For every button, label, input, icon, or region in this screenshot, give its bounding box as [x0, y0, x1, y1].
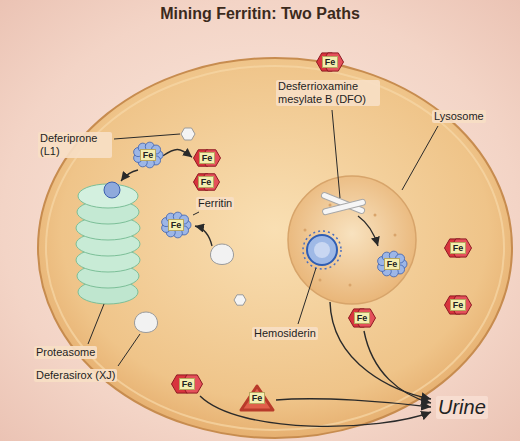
callout-label: Deferasirox (XJ)	[34, 369, 117, 382]
degradation-arrow	[121, 170, 138, 181]
element-symbol: Fe	[384, 258, 401, 270]
dfo-molecule	[321, 192, 366, 215]
leader-line	[118, 334, 140, 366]
iron-complex: Fe	[239, 384, 275, 412]
deferasirox-molecule	[210, 244, 233, 265]
node-text-group: Fe	[384, 258, 401, 270]
node-text-group: Fe	[322, 56, 339, 68]
iron-complex: Fe	[133, 142, 163, 168]
callout-label: Desferrioxamine mesylate B (DFO)	[276, 80, 380, 106]
ferritin-degrading	[104, 182, 120, 198]
node-text-group: Fe	[140, 149, 157, 161]
leader-line	[88, 304, 104, 344]
callout-label: Proteasome	[34, 346, 97, 359]
lysosome	[288, 176, 416, 304]
iron-chelate	[323, 53, 344, 71]
leader-line	[298, 268, 316, 324]
leader-line	[332, 110, 340, 198]
iron-complex: Fe	[192, 147, 222, 169]
element-symbol: Fe	[140, 149, 157, 161]
binding-arrow	[195, 226, 212, 246]
hemosiderin-ring	[303, 231, 341, 269]
excretion-arrow	[276, 399, 431, 407]
dfo-molecule	[322, 199, 366, 215]
excretion-arrow	[330, 302, 431, 399]
excretion-arrow	[200, 396, 431, 426]
callout-label: Deferiprone (L1)	[38, 132, 112, 158]
iron-chelate	[241, 386, 273, 410]
iron-complex: Fe	[315, 50, 345, 74]
node-text-group: Fe	[179, 378, 196, 390]
node-text-group: Fe	[168, 219, 185, 231]
node-text-group: Fe	[450, 299, 467, 311]
node-text-group: Fe	[450, 242, 467, 254]
leader-line	[402, 126, 438, 190]
element-symbol: Fe	[322, 56, 339, 68]
deferiprone-molecule	[181, 128, 195, 140]
excretion-arrow	[364, 331, 431, 403]
lysosome-speckle	[394, 234, 397, 237]
node-text-group: Fe	[249, 392, 266, 404]
element-symbol: Fe	[450, 242, 467, 254]
element-symbol: Fe	[179, 378, 196, 390]
iron-complex: Fe	[161, 212, 191, 238]
node-text-group: Fe	[354, 312, 371, 324]
node-text-group: Fe	[199, 152, 216, 164]
element-symbol: Fe	[354, 312, 371, 324]
element-symbol: Fe	[450, 299, 467, 311]
iron-complex: Fe	[170, 372, 204, 396]
lysosome-speckle	[304, 229, 307, 232]
iron-chelate	[451, 239, 472, 257]
leader-line	[193, 212, 199, 215]
element-symbol: Fe	[249, 392, 266, 404]
node-text-group: Fe	[198, 176, 215, 188]
binding-arrow	[358, 216, 378, 246]
callout-label: Lysosome	[432, 110, 486, 123]
element-symbol: Fe	[198, 176, 215, 188]
lysosome-speckle	[374, 214, 377, 217]
iron-complex: Fe	[443, 293, 473, 317]
callout-label: Urine	[436, 396, 488, 419]
iron-complex: Fe	[192, 171, 221, 193]
callout-label: Hemosiderin	[252, 327, 318, 340]
diagram-title: Mining Ferritin: Two Paths	[0, 5, 520, 23]
iron-complex: Fe	[347, 306, 377, 330]
transfer-arrow	[163, 149, 192, 157]
lysosome-speckle	[319, 279, 322, 282]
hemosiderin	[307, 235, 337, 265]
iron-complex: Fe	[377, 251, 407, 277]
iron-complex: Fe	[443, 236, 473, 260]
lysosome-speckle	[329, 204, 332, 207]
lysosome-speckle	[349, 284, 352, 287]
deferiprone-molecule	[234, 295, 246, 305]
callout-label: Ferritin	[196, 197, 234, 210]
deferasirox-molecule	[134, 312, 157, 333]
hemosiderin-core	[314, 242, 330, 258]
element-symbol: Fe	[199, 152, 216, 164]
element-symbol: Fe	[168, 219, 185, 231]
iron-chelate	[451, 296, 472, 314]
iron-chelate	[355, 309, 376, 327]
leader-line	[114, 134, 180, 139]
